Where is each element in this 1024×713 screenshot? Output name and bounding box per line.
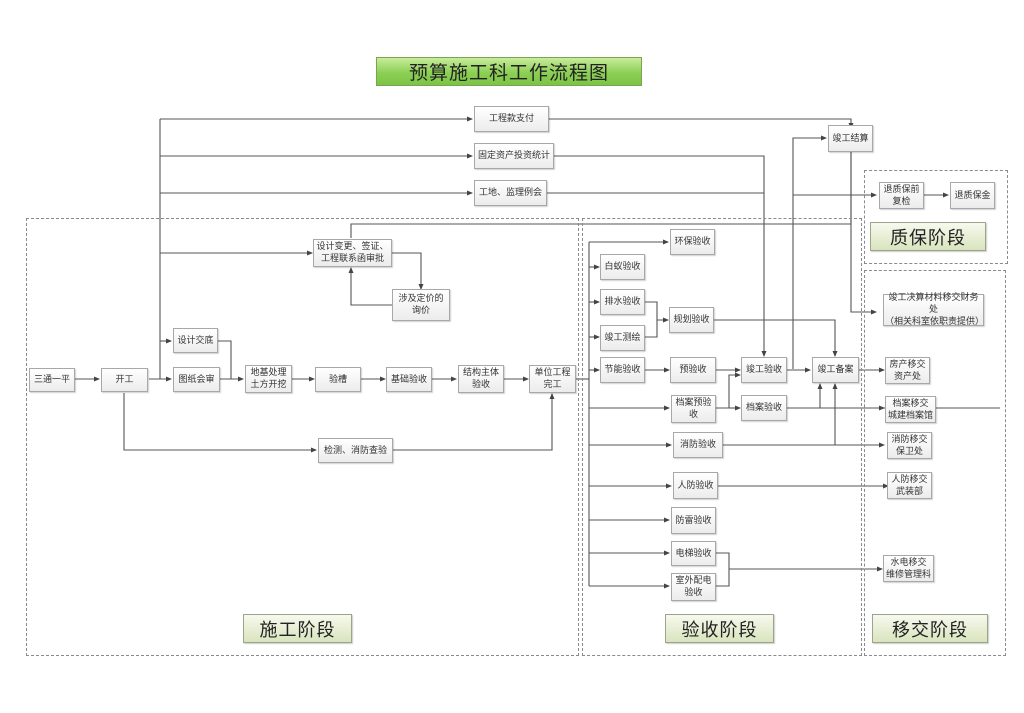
node-huanbao[interactable]: 环保验收 [670,229,715,255]
edge-jiaodi-diji [216,340,232,379]
node-danwei-gongcheng[interactable]: 单位工程 完工 [529,365,576,393]
node-dangan-yuyan[interactable]: 档案预验 收 [671,395,716,423]
edge-to-jiesuan [792,135,827,369]
node-guihua[interactable]: 规划验收 [669,307,714,333]
node-jungong-jiesuan[interactable]: 竣工结算 [828,125,873,152]
edge-paishui-guihua [645,301,669,323]
node-dangan-yijiao[interactable]: 档案移交 城建档案馆 [885,396,936,423]
node-fanglei[interactable]: 防雷验收 [671,507,716,534]
edge-guding-down [554,155,767,357]
node-xiaofang-yijiao[interactable]: 消防移交 保卫处 [887,432,932,459]
node-fangchan-yijiao[interactable]: 房产移交 资产处 [885,357,930,384]
node-gongcheng-kuan[interactable]: 工程款支付 [474,106,549,132]
edge-dangan-split [716,372,741,409]
node-xiaofang[interactable]: 消防验收 [673,432,723,458]
region-handover [864,270,1006,656]
node-yuyanshou[interactable]: 预验收 [670,357,716,383]
node-jiance-xiaofang[interactable]: 检测、消防查验 [318,438,393,463]
stage-label-acceptance: 验收阶段 [665,614,774,643]
node-santong-yiping[interactable]: 三通一平 [29,368,75,392]
page-title: 预算施工科工作流程图 [376,57,642,86]
node-shejidingjia[interactable]: 涉及定价的 询价 [392,289,450,321]
node-tuizhi-baojin[interactable]: 退质保金 [950,182,995,209]
node-sheji-biangeng[interactable]: 设计变更、签证、 工程联系函审批 [313,239,392,267]
edge-jiance-danwei [393,393,555,451]
node-yancao[interactable]: 验槽 [315,367,361,392]
node-baiyi[interactable]: 白蚁验收 [600,254,645,280]
node-tuzhi-huishen[interactable]: 图纸会审 [173,367,220,392]
node-jungong-yanshou[interactable]: 竣工验收 [741,357,787,383]
edge-biangeng-xunjia [392,252,424,290]
stage-label-handover: 移交阶段 [872,614,988,643]
node-diji-chuli[interactable]: 地基处理 土方开挖 [245,365,292,393]
stage-label-warranty: 质保阶段 [870,222,986,251]
node-gongdi-jianli[interactable]: 工地、监理例会 [474,180,547,206]
node-sheji-jiaodi[interactable]: 设计交底 [173,328,218,353]
edge-cehui-guihua [645,320,658,338]
node-guding-zichan[interactable]: 固定资产投资统计 [474,143,554,169]
node-jieneng[interactable]: 节能验收 [600,357,645,383]
node-shuidian-yijiao[interactable]: 水电移交 维修管理科 [883,555,934,582]
node-renfang-yijiao[interactable]: 人防移交 武装部 [887,472,932,499]
node-jichu-yanshou[interactable]: 基础验收 [386,367,432,392]
node-kaigong[interactable]: 开工 [101,368,148,392]
node-dianti[interactable]: 电梯验收 [671,541,716,566]
node-tuizhi-fujian[interactable]: 退质保前 复检 [879,182,924,209]
stage-label-construction: 施工阶段 [243,614,352,643]
node-paishui[interactable]: 排水验收 [600,289,645,315]
region-construction [26,218,579,656]
node-dangan-yanshou[interactable]: 档案验收 [741,395,787,421]
node-jungong-beian[interactable]: 竣工备案 [812,357,859,383]
edge-kaigong-jiance [123,393,317,453]
region-acceptance [582,218,862,656]
edge-jiesuan-down [850,152,877,315]
node-jiegou-zhuti[interactable]: 结构主体 验收 [458,365,504,393]
node-jungong-cailiao[interactable]: 竣工决算材料移交财务处 （相关科室依职责提供） [883,293,985,327]
region-warranty [864,170,1008,264]
edge-guihua-beian [714,319,838,357]
node-jungong-cehui[interactable]: 竣工测绘 [600,325,645,351]
edge-xunjia-biangeng [348,267,392,306]
node-renfang[interactable]: 人防验收 [673,472,718,499]
node-shiwai-peidian[interactable]: 室外配电 验收 [671,573,716,601]
edge-kuan-jiesuan [549,118,854,129]
